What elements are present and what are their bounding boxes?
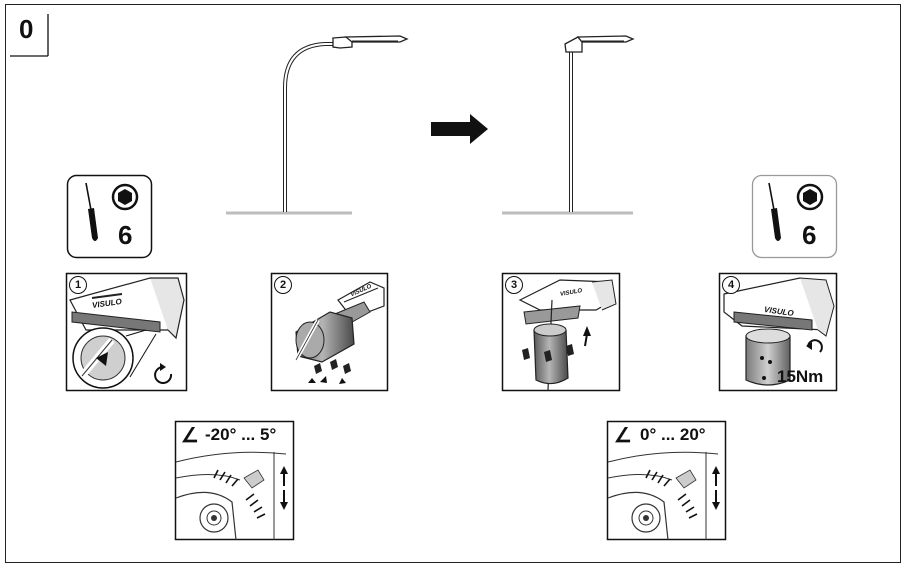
tool-box-left xyxy=(66,174,153,259)
outer-frame xyxy=(5,4,901,563)
angle-symbol-left: ∠ xyxy=(181,425,199,447)
section-number-frame xyxy=(10,14,49,57)
step-2-number: 2 xyxy=(274,276,292,294)
angle-range-left: -20° ... 5° xyxy=(205,425,277,444)
screwdriver-icon-right xyxy=(768,182,781,241)
rotate-ccw-icon xyxy=(154,366,173,384)
tool-box-right xyxy=(751,174,838,259)
angle-symbol-right: ∠ xyxy=(614,425,632,447)
step-3-number: 3 xyxy=(505,276,523,294)
straight-pole xyxy=(502,35,635,215)
hex-socket-icon-right xyxy=(796,183,824,211)
luminaire-adapter-right xyxy=(564,36,583,53)
step-4-number: 4 xyxy=(722,276,740,294)
step-3-panel xyxy=(501,272,621,392)
rotate-cw-icon xyxy=(807,339,823,353)
step-4-panel xyxy=(718,272,838,392)
tool-size-left: 6 xyxy=(118,220,133,250)
angle-panel-right xyxy=(606,420,727,541)
angle-range-right: 0° ... 20° xyxy=(640,425,706,444)
hex-socket-icon-left xyxy=(111,183,139,211)
curved-pole xyxy=(226,35,409,215)
section-number: 0 xyxy=(19,14,34,44)
torque-value: 15Nm xyxy=(777,367,824,386)
transition-arrow xyxy=(431,114,488,144)
screwdriver-icon-left xyxy=(85,182,98,241)
angle-panel-left xyxy=(174,420,295,541)
tool-size-right: 6 xyxy=(802,220,817,250)
step-1-number: 1 xyxy=(69,276,87,294)
step-2-panel xyxy=(270,272,389,392)
step-1-panel xyxy=(65,272,188,392)
